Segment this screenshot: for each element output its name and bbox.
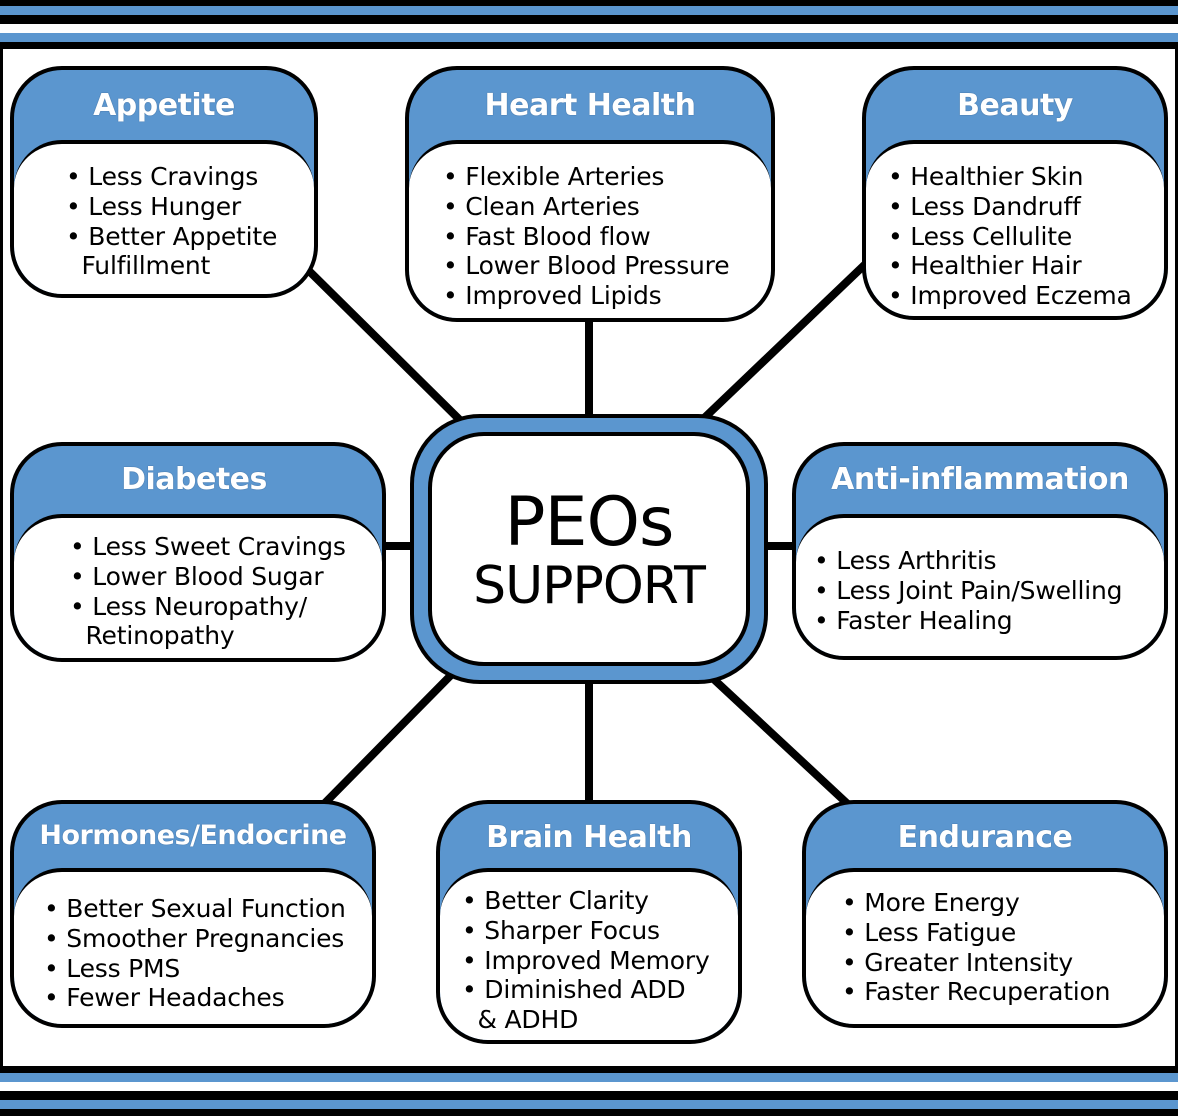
list-item: • Less Cravings <box>66 162 259 191</box>
list-item: • Better Clarity <box>462 886 649 915</box>
connector-endurance <box>703 669 855 811</box>
list-item: • Less PMS <box>44 953 181 983</box>
node-brain-health: Brain Health • Better Clarity• Sharper F… <box>436 800 742 1044</box>
list-item: • Better Appetite <box>66 221 278 251</box>
list-item: • Greater Intensity <box>842 947 1073 977</box>
center-title-line2: SUPPORT <box>473 556 706 616</box>
list-item: • More Energy <box>842 888 1020 917</box>
right-border <box>1175 49 1178 1067</box>
connector-hormones-endocrine <box>315 663 463 813</box>
list-item: • Improved Eczema <box>888 281 1132 311</box>
list-item: • Lower Blood Sugar <box>70 561 324 591</box>
list-item: • Less Neuropathy/ <box>70 591 307 621</box>
left-border <box>0 49 3 1067</box>
list-item: • Improved Lipids <box>443 281 662 311</box>
node-title: Beauty <box>957 88 1073 123</box>
node-title: Heart Health <box>484 88 696 123</box>
list-item: • Diminished ADD <box>462 975 686 1005</box>
node-heart-health: Heart Health • Flexible Arteries• Clean … <box>405 66 775 322</box>
list-item: • Lower Blood Pressure <box>443 251 730 281</box>
node-title: Brain Health <box>486 820 692 855</box>
node-title: Anti-inflammation <box>831 462 1129 497</box>
list-item: • Smoother Pregnancies <box>44 923 345 953</box>
list-item: • Less Dandruff <box>888 191 1081 221</box>
node-title: Appetite <box>93 88 235 123</box>
node-diabetes: Diabetes • Less Sweet Cravings• Lower Bl… <box>10 442 386 662</box>
list-item: • Sharper Focus <box>462 915 660 945</box>
node-appetite: Appetite • Less Cravings• Less Hunger• B… <box>10 66 318 298</box>
list-item: • Less Fatigue <box>842 917 1017 947</box>
bottom-stripes <box>0 1066 1178 1116</box>
list-item: • Better Sexual Function <box>44 894 346 923</box>
node-hormones-endocrine: Hormones/Endocrine • Better Sexual Funct… <box>10 800 376 1028</box>
list-item: • Clean Arteries <box>443 191 640 221</box>
list-item: & ADHD <box>462 1005 579 1035</box>
list-item: • Flexible Arteries <box>443 162 665 191</box>
list-item: Fulfillment <box>66 251 211 281</box>
node-endurance: Endurance • More Energy• Less Fatigue• G… <box>802 800 1168 1028</box>
connector-appetite <box>297 259 473 433</box>
list-item: Retinopathy <box>70 621 235 651</box>
list-item: • Healthier Hair <box>888 251 1082 281</box>
list-item: • Fewer Headaches <box>44 983 285 1013</box>
list-item: • Healthier Skin <box>888 162 1084 191</box>
center-hub: PEOs SUPPORT <box>410 414 768 684</box>
connector-beauty <box>697 249 881 425</box>
top-stripes <box>0 0 1178 50</box>
list-item: • Fast Blood flow <box>443 221 651 251</box>
node-beauty: Beauty • Healthier Skin• Less Dandruff• … <box>862 66 1168 320</box>
list-item: • Faster Recuperation <box>842 977 1111 1007</box>
node-anti-inflammation: Anti-inflammation • Less Arthritis• Less… <box>792 442 1168 660</box>
list-item: • Less Sweet Cravings <box>70 532 346 561</box>
list-item: • Less Hunger <box>66 191 241 221</box>
node-title: Endurance <box>897 820 1073 855</box>
list-item: • Less Cellulite <box>888 221 1073 251</box>
list-item: • Less Arthritis <box>814 546 997 575</box>
center-title-line1: PEOs <box>504 483 675 562</box>
node-title: Diabetes <box>121 462 267 497</box>
node-title: Hormones/Endocrine <box>39 820 347 851</box>
list-item: • Improved Memory <box>462 945 710 975</box>
list-item: • Less Joint Pain/Swelling <box>814 575 1123 605</box>
list-item: • Faster Healing <box>814 605 1013 635</box>
